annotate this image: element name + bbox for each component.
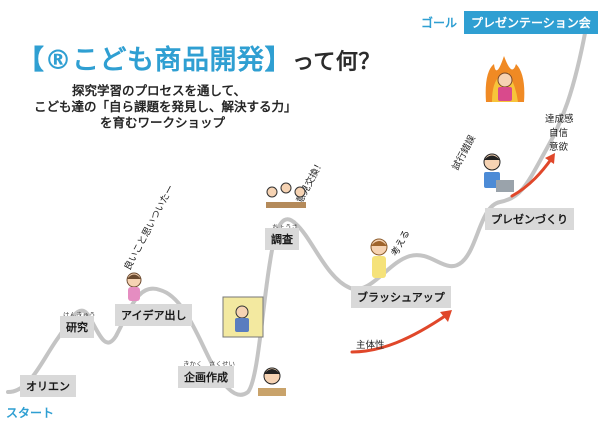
- girl-thinking-illustration: [370, 238, 388, 278]
- girl-idea-illustration: [126, 272, 142, 301]
- stage-idea: アイデア出し: [115, 304, 193, 326]
- page-title: 【®こども商品開発】って何？: [17, 38, 381, 77]
- stage-survey: 調査: [265, 228, 299, 250]
- goal-arrowhead: [545, 153, 555, 164]
- description-line-3: を育むワークショップ: [100, 115, 226, 130]
- goal-stage: プレゼンテーション会: [464, 11, 598, 34]
- stage-presentation: プレゼンづくり: [485, 208, 574, 230]
- goal-words: 達成感 自信 意欲: [545, 113, 574, 155]
- stage-brushup: ブラッシュアップ: [351, 286, 451, 308]
- goal-word-achievement: 達成感: [545, 114, 574, 125]
- title-suffix: って何？: [292, 50, 381, 75]
- description-line-1: 探究学習のプロセスを通して、: [72, 83, 247, 98]
- planning-ruby: きかく さくせい: [183, 360, 235, 368]
- stage-research: 研究: [60, 316, 94, 338]
- independence-arrow: [350, 312, 450, 354]
- girl-on-fire-illustration: [485, 56, 525, 102]
- independence-arrowhead: [440, 310, 452, 322]
- note-independence: 主体性: [356, 340, 385, 351]
- survey-ruby: ちょうさ: [272, 223, 298, 231]
- goal-arrow: [510, 156, 554, 198]
- stage-orientation: オリエン: [20, 375, 76, 397]
- journey-curve: [6, 26, 588, 397]
- start-label: スタート: [6, 406, 55, 420]
- boy-desk-illustration: [258, 367, 286, 396]
- description-line-2: こども達の「自ら課題を発見し、解決する力」: [34, 99, 297, 114]
- group-discussion-illustration: [266, 182, 306, 208]
- kid-planning-illustration: [222, 296, 264, 338]
- stage-planning: 企画作成: [178, 366, 234, 388]
- research-ruby: けんきゅう: [63, 311, 96, 319]
- goal-word-confidence: 自信: [549, 128, 569, 139]
- goal-word-motivation: 意欲: [549, 142, 569, 153]
- goal-label: ゴール: [421, 16, 458, 30]
- boy-laptop-illustration: [483, 153, 514, 192]
- title-main: 【®こども商品開発】: [17, 45, 292, 76]
